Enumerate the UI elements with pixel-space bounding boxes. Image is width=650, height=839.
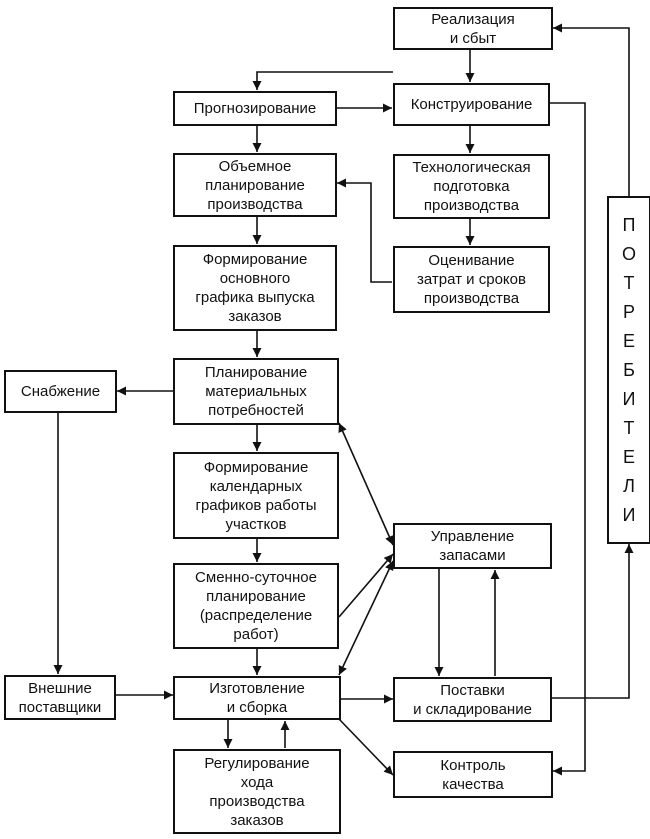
arrow-cost-to-volume-planning (337, 178, 392, 283)
consumers-letter: Л (623, 475, 635, 496)
box-cost-estimation: Оценивание затрат и сроков производства (393, 246, 550, 313)
box-forecasting: Прогнозирование (173, 91, 337, 126)
consumers-letter: Е (622, 330, 635, 351)
box-tech-preparation: Технологическая подготовка производства (393, 154, 550, 219)
arrow-design-to-quality (550, 102, 586, 776)
consumers-letter: Т (623, 417, 635, 438)
consumers-letter: Е (622, 446, 635, 467)
box-delivery-storage: Поставки и складирование (393, 677, 552, 722)
box-material-planning: Планирование материальных потребностей (173, 358, 339, 425)
box-shift-planning: Сменно-суточное планирование (распределе… (173, 563, 339, 649)
box-realization: Реализация и сбыт (393, 7, 553, 50)
consumers-letter: О (621, 243, 636, 264)
box-consumers: П О Т Р Е Б И Т Е Л И (607, 196, 650, 544)
box-order-regulation: Регулирование хода производства заказов (173, 749, 341, 834)
arrow-material-inventory (338, 422, 394, 546)
arrow-manufacturing-to-quality (338, 718, 394, 776)
consumers-letter: И (622, 388, 636, 409)
consumers-letter: Т (623, 272, 635, 293)
box-quality-control: Контроль качества (393, 751, 553, 798)
consumers-letter: И (622, 504, 636, 525)
consumers-letter: Р (622, 301, 635, 322)
arrow-shift-to-inventory (338, 553, 394, 618)
arrow-delivery-to-consumers (552, 544, 634, 699)
box-external-suppliers: Внешние поставщики (4, 675, 116, 720)
arrow-manufacturing-inventory (338, 560, 394, 676)
box-master-schedule: Формирование основного графика выпуска з… (173, 245, 337, 331)
box-shop-schedules: Формирование календарных графиков работы… (173, 452, 339, 539)
box-manufacturing: Изготовление и сборка (173, 676, 341, 720)
consumers-letter: Б (623, 359, 635, 380)
box-inventory-management: Управление запасами (393, 523, 552, 569)
box-design: Конструирование (393, 83, 550, 126)
arrow-realization-to-forecasting (252, 71, 393, 90)
consumers-letter: П (622, 214, 636, 235)
box-volume-planning: Объемное планирование производства (173, 153, 337, 217)
arrow-consumers-to-realization (553, 23, 630, 196)
box-supply: Снабжение (4, 370, 117, 413)
